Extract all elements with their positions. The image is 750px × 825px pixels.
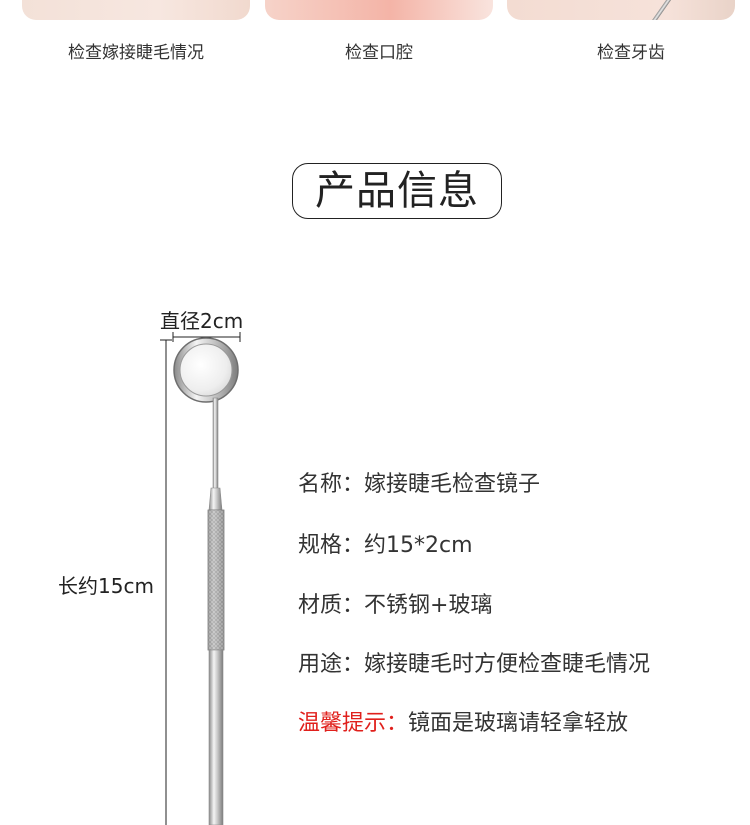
spec-material-value: 不锈钢+玻璃 [364, 593, 493, 618]
diameter-label: 直径2cm [160, 309, 244, 333]
spec-tip-label: 温馨提示： [298, 711, 409, 736]
section-title: 产品信息 [292, 163, 502, 219]
caption-teeth: 检查牙齿 [597, 43, 665, 63]
usage-photo-eyelash [22, 0, 250, 20]
spec-material-label: 材质： [298, 593, 365, 618]
spec-size: 规格：约15*2cm [298, 527, 473, 559]
spec-name: 名称：嫁接睫毛检查镜子 [298, 466, 540, 498]
mirror-shaft [212, 397, 219, 491]
spec-size-label: 规格： [298, 533, 365, 558]
usage-photo-strip [0, 0, 750, 22]
spec-usage: 用途：嫁接睫毛时方便检查睫毛情况 [298, 646, 650, 678]
spec-name-value: 嫁接睫毛检查镜子 [364, 472, 541, 497]
spec-size-value: 约15*2cm [364, 533, 473, 558]
length-bracket [160, 339, 172, 825]
spec-tip-value: 镜面是玻璃请轻拿轻放 [408, 711, 629, 736]
spec-usage-value: 嫁接睫毛时方便检查睫毛情况 [364, 652, 651, 677]
mirror-glass [179, 343, 233, 397]
caption-eyelash: 检查嫁接睫毛情况 [68, 43, 204, 63]
diameter-bracket [172, 332, 241, 342]
usage-photo-teeth [507, 0, 735, 20]
spec-usage-label: 用途： [298, 652, 365, 677]
length-label: 长约15cm [58, 574, 154, 598]
spec-name-label: 名称： [298, 472, 365, 497]
spec-tip: 温馨提示：镜面是玻璃请轻拿轻放 [298, 705, 628, 737]
caption-mouth: 检查口腔 [345, 43, 413, 63]
spec-material: 材质：不锈钢+玻璃 [298, 587, 492, 619]
handle-collar [208, 487, 223, 511]
handle-lower [208, 649, 224, 825]
usage-photo-mouth [265, 0, 493, 20]
